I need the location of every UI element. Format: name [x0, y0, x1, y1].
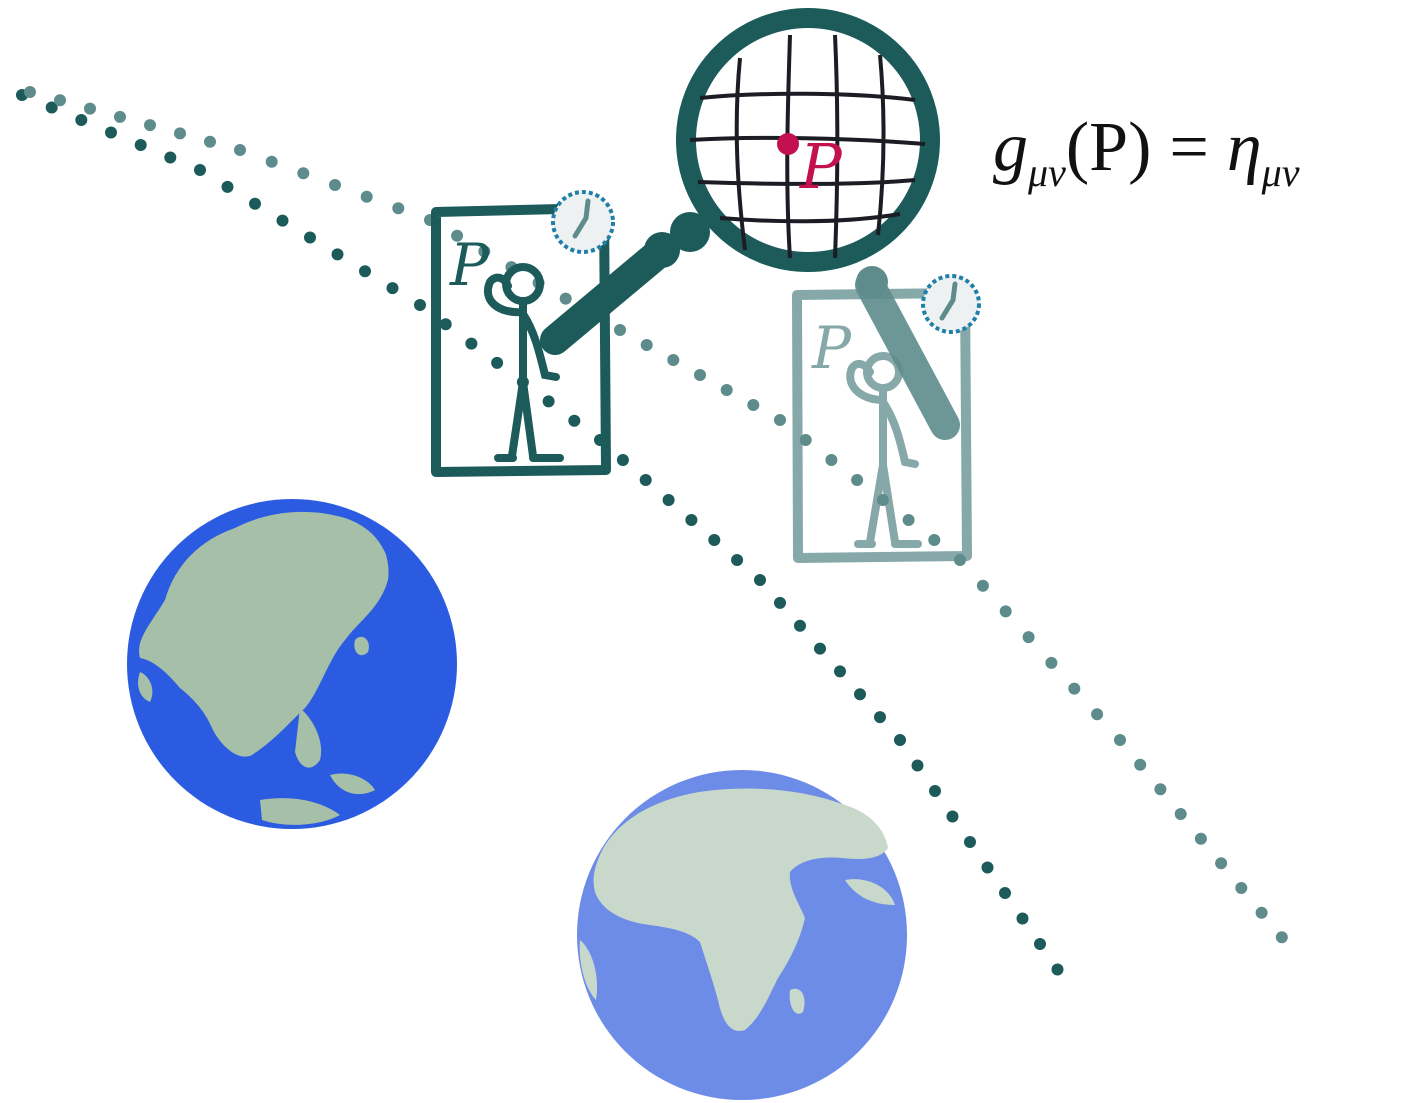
worldline-dot — [1045, 657, 1057, 669]
worldline-dot — [854, 688, 866, 700]
worldline-dot — [903, 514, 915, 526]
worldline-dot — [641, 339, 653, 351]
eq-eta: η — [1227, 109, 1262, 186]
worldline-dot — [361, 191, 373, 203]
worldline-dot — [234, 144, 246, 156]
worldline-dot — [266, 156, 278, 168]
worldline-dot — [685, 514, 697, 526]
earth-globe-icon — [127, 499, 457, 829]
worldline-dot — [1023, 631, 1035, 643]
worldline-dot — [731, 554, 743, 566]
eq-equals: = — [1169, 109, 1208, 186]
worldline-dot — [174, 127, 186, 139]
worldline-dot — [543, 395, 555, 407]
worldline-dot — [663, 494, 675, 506]
worldline-dot — [1091, 708, 1103, 720]
worldline-dot — [440, 318, 452, 330]
worldline-dot — [194, 164, 206, 176]
worldline-dot — [1017, 913, 1029, 925]
eq-arg: (P) — [1066, 109, 1152, 186]
worldline-dot — [834, 665, 846, 677]
worldline-dot — [114, 111, 126, 123]
worldline-dot — [874, 711, 886, 723]
worldline-dot — [1175, 808, 1187, 820]
worldline-dot — [1000, 605, 1012, 617]
worldline-dot — [747, 399, 759, 411]
worldline-dot — [721, 384, 733, 396]
worldline-dot — [982, 862, 994, 874]
worldline-dot — [144, 119, 156, 131]
eq-g-sub: μν — [1027, 150, 1066, 195]
metric-equation: gμν(P)=ημν — [993, 109, 1300, 195]
worldline-dot — [947, 811, 959, 823]
worldline-dot — [387, 282, 399, 294]
worldline-dot — [359, 265, 371, 277]
point-p-label: P — [799, 130, 843, 203]
worldline-dot — [329, 179, 341, 191]
eq-eta-sub: μν — [1261, 150, 1300, 195]
worldline-dot — [754, 574, 766, 586]
worldline-dot — [297, 167, 309, 179]
svg-text:gμν(P)=ημν: gμν(P)=ημν — [993, 109, 1300, 195]
worldline-dot — [84, 103, 96, 115]
worldline-dot — [249, 198, 261, 210]
worldline-dot — [851, 474, 863, 486]
worldline-dot — [414, 299, 426, 311]
worldline-dot — [105, 127, 117, 139]
worldline-dot — [54, 94, 66, 106]
worldline-dot — [964, 836, 976, 848]
magnifier-icon: P — [555, 18, 945, 425]
worldline-dot — [614, 324, 626, 336]
worldline-dot — [304, 232, 316, 244]
clock-icon — [923, 276, 979, 332]
worldline-dot — [667, 354, 679, 366]
worldline-dot — [640, 474, 652, 486]
worldline-dot — [1052, 964, 1064, 976]
worldline-dot — [1154, 783, 1166, 795]
worldline-dot — [465, 338, 477, 350]
worldline-dot — [164, 152, 176, 164]
worldline-dot — [912, 760, 924, 772]
worldline-dot — [135, 139, 147, 151]
worldline-dot — [1215, 857, 1227, 869]
eq-g: g — [993, 109, 1028, 186]
worldline-dot — [1256, 907, 1268, 919]
worldline-dot — [999, 887, 1011, 899]
worldline-dot — [1235, 882, 1247, 894]
worldline-dot — [75, 114, 87, 126]
worldline-dot — [708, 534, 720, 546]
worldline-dot — [928, 534, 940, 546]
clock-icon — [553, 192, 613, 252]
worldline-dot — [825, 454, 837, 466]
worldline-dot — [774, 597, 786, 609]
worldline-dot — [204, 136, 216, 148]
worldline-dot — [1114, 734, 1126, 746]
worldline-dot — [894, 734, 906, 746]
worldline-dot — [1276, 931, 1288, 943]
worldline-dot — [977, 580, 989, 592]
worldline-dot — [774, 414, 786, 426]
worldline-dot — [392, 202, 404, 214]
worldline-dot — [568, 415, 580, 427]
worldline-dot — [1068, 683, 1080, 695]
worldline-dot — [560, 293, 572, 305]
worldline-dot — [617, 454, 629, 466]
worldline-dot — [1134, 759, 1146, 771]
worldline-dot — [277, 215, 289, 227]
worldline-dot — [1034, 938, 1046, 950]
earth-globe-icon — [577, 770, 907, 1100]
worldline-dot — [929, 785, 941, 797]
worldline-dot — [24, 86, 36, 98]
box-back-label: P — [811, 314, 852, 382]
worldline-dot — [794, 620, 806, 632]
worldline-dot — [222, 181, 234, 193]
worldline-dot — [814, 643, 826, 655]
worldline-dot — [491, 357, 503, 369]
box-front-label: P — [449, 231, 490, 299]
worldline-dot — [694, 369, 706, 381]
worldline-dot — [332, 248, 344, 260]
worldline-dot — [1195, 833, 1207, 845]
